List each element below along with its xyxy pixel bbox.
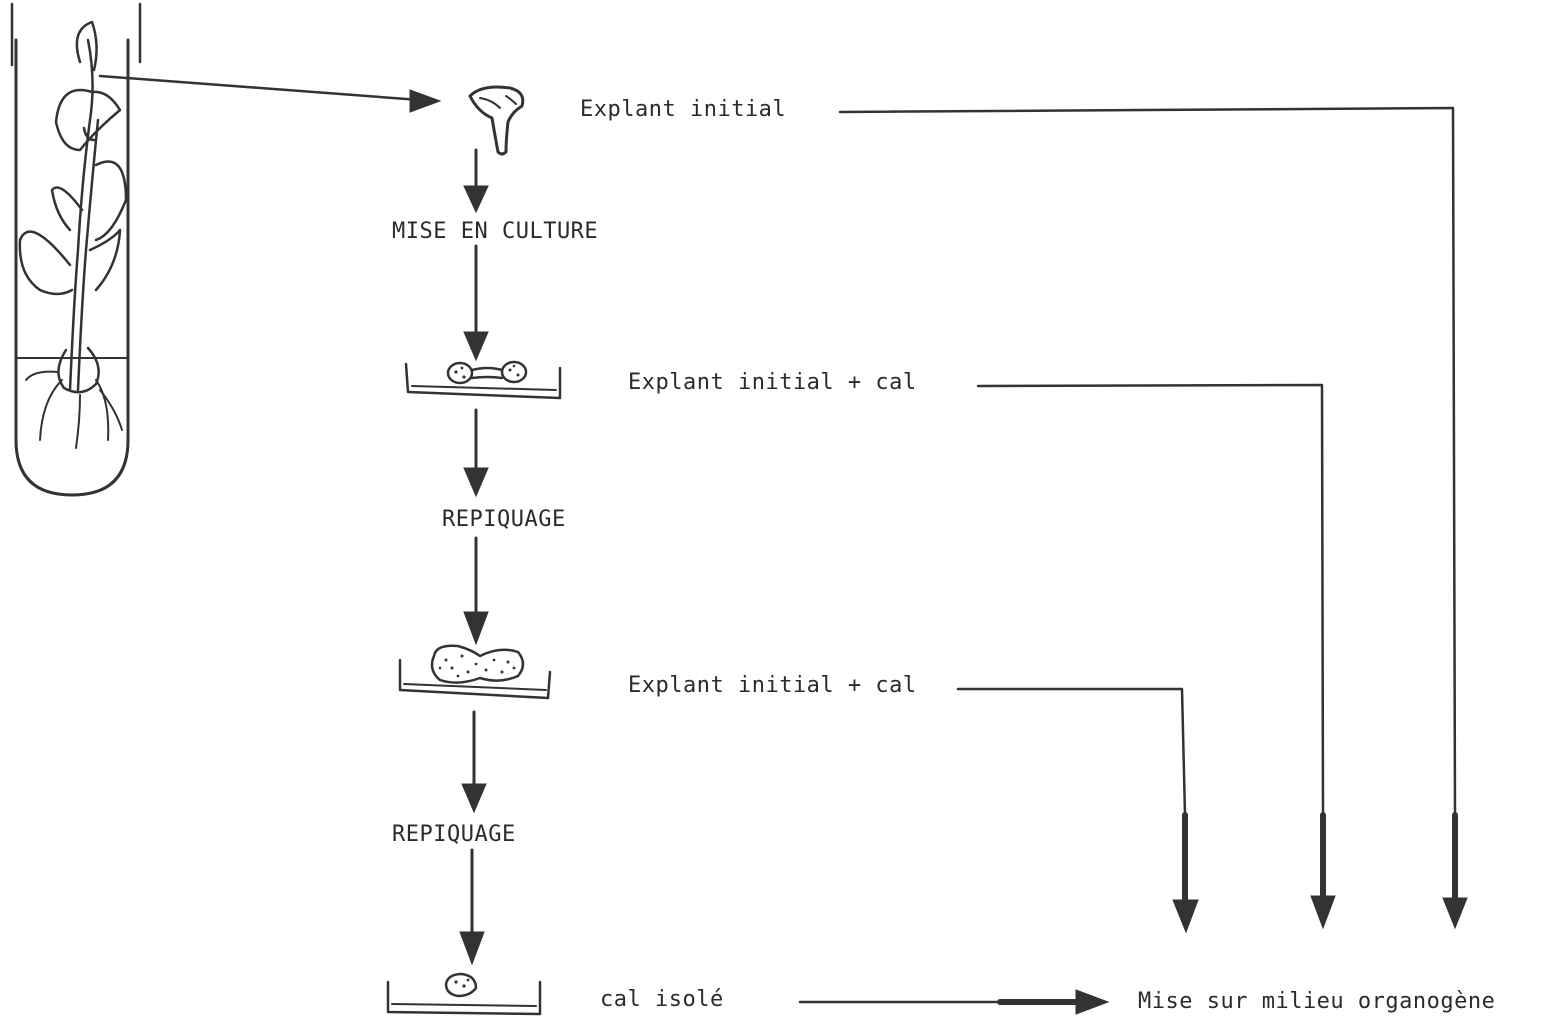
arrow-cal-isole-to-milieu: [800, 990, 1108, 1014]
arrow-down-6: [460, 850, 484, 964]
connector-explant-cal-2: [958, 689, 1198, 932]
repiquage-label-2: REPIQUAGE: [392, 822, 516, 847]
mise-sur-milieu-label: Mise sur milieu organogène: [1138, 989, 1495, 1014]
arrow-down-5: [462, 712, 486, 812]
connector-explant-cal-1: [978, 385, 1335, 928]
arrow-down-2: [464, 246, 488, 360]
dish-1-illustration: [406, 362, 560, 398]
arrow-down-1: [464, 150, 488, 212]
dish-2-illustration: [400, 646, 550, 698]
mise-en-culture-label: MISE EN CULTURE: [392, 219, 598, 244]
explant-cal-label-2: Explant initial + cal: [628, 673, 917, 698]
connector-explant-initial: [840, 108, 1467, 928]
arrow-down-4: [464, 538, 488, 644]
explant-initial-label: Explant initial: [580, 97, 786, 122]
cal-isole-label: cal isolé: [600, 987, 724, 1012]
explant-illustration: [470, 87, 523, 154]
explant-cal-label-1: Explant initial + cal: [628, 370, 917, 395]
arrow-down-3: [464, 410, 488, 496]
arrow-tube-to-explant: [100, 76, 440, 112]
repiquage-label-1: REPIQUAGE: [442, 507, 566, 532]
dish-3-illustration: [388, 974, 540, 1014]
